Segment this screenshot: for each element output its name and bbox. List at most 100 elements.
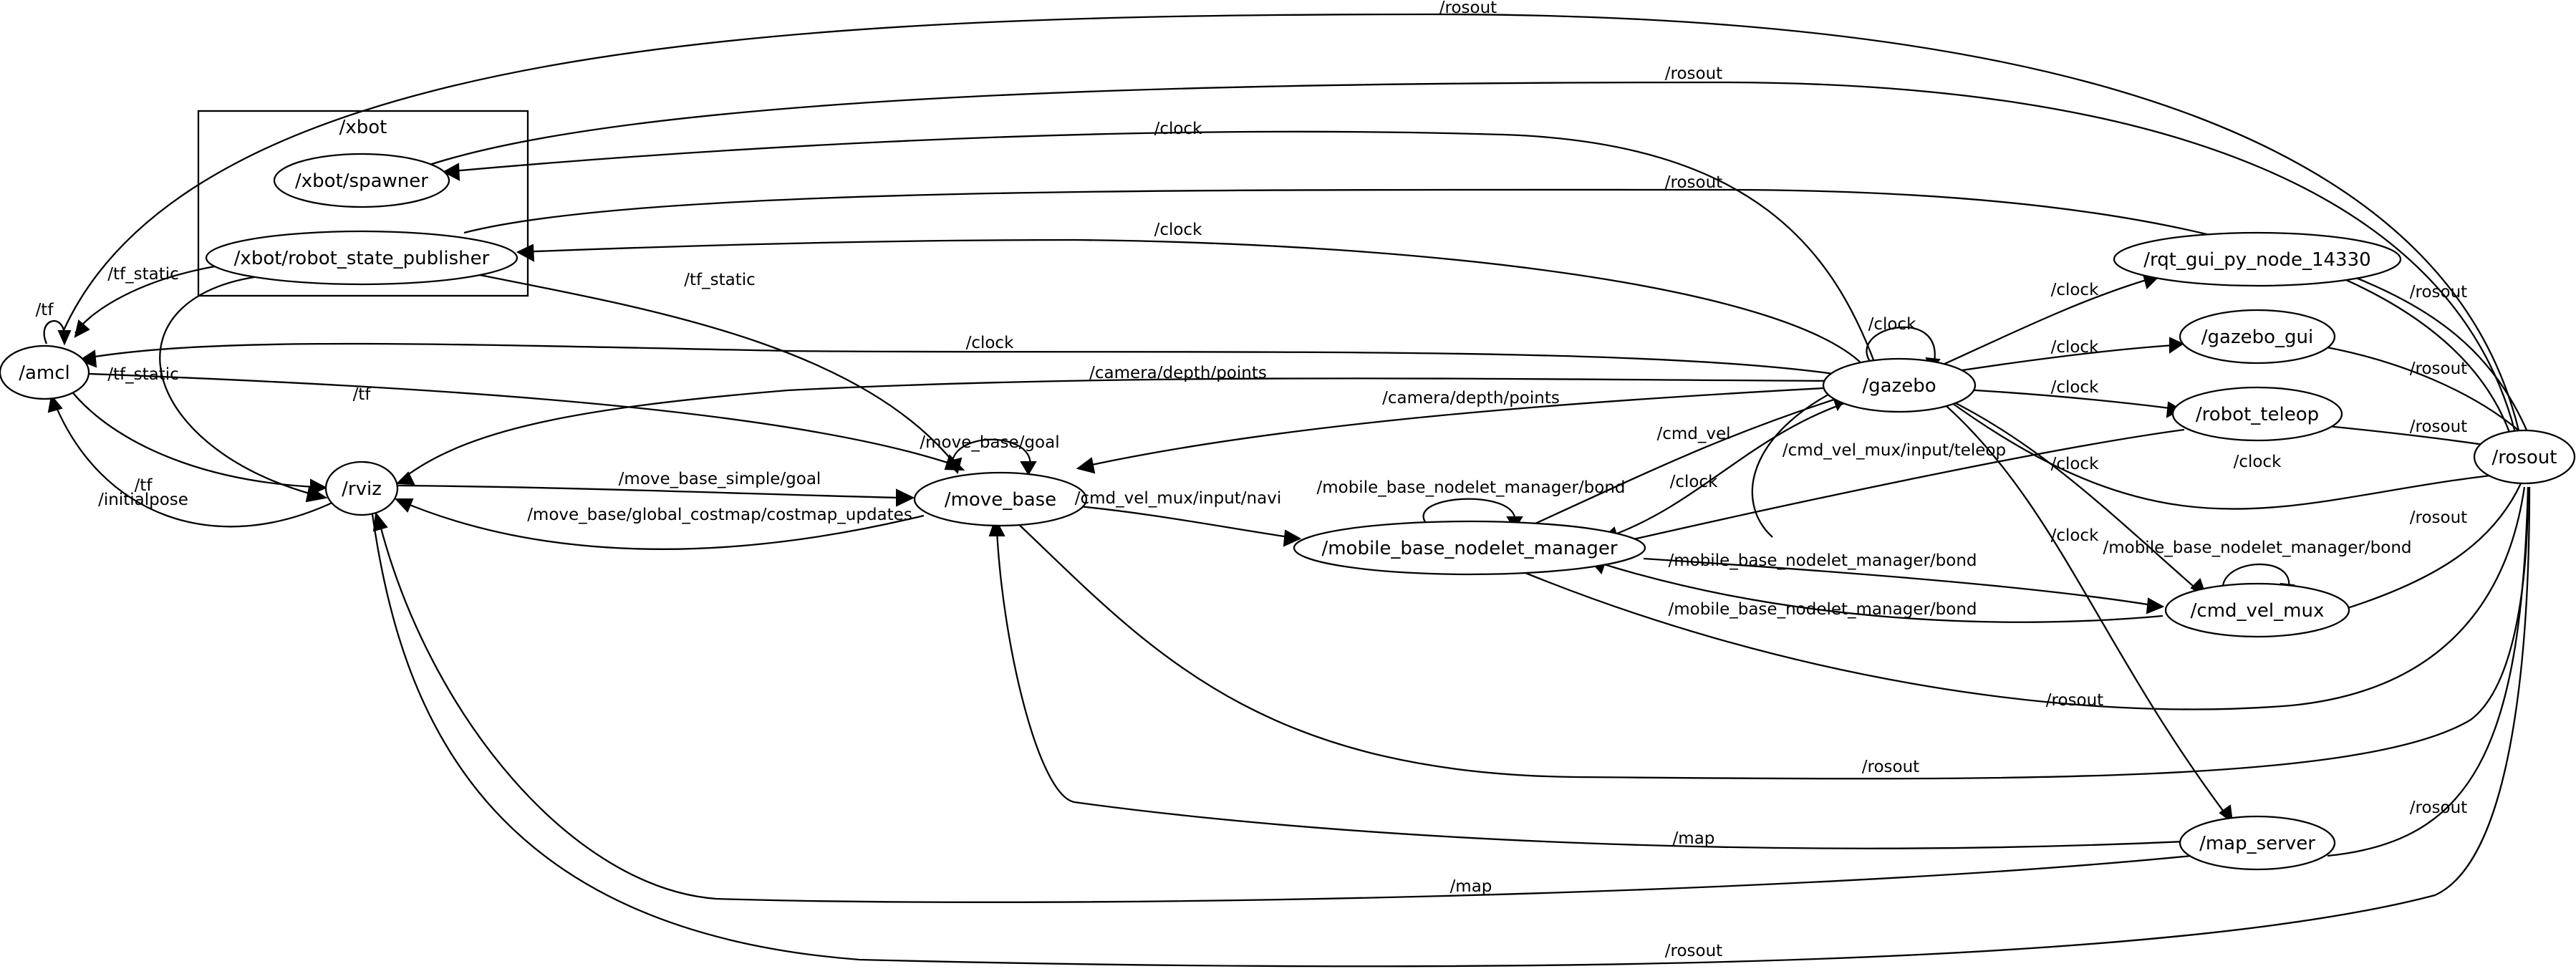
edge-label: /clock bbox=[966, 334, 1015, 352]
edge-gazebo-amcl bbox=[78, 342, 1848, 377]
edge-label: /clock bbox=[2051, 455, 2100, 473]
edge-amcl-rviz bbox=[67, 386, 328, 496]
edge-label: /rosout bbox=[2046, 691, 2103, 710]
edge-label: /camera/depth/points bbox=[1382, 389, 1560, 407]
node-label: /amcl bbox=[19, 362, 70, 384]
edge-label: /tf_static bbox=[684, 271, 756, 289]
edge-label: /mobile_base_nodelet_manager/bond bbox=[1316, 478, 1625, 497]
node-label: /robot_teleop bbox=[2196, 404, 2319, 425]
edge-label: /tf_static bbox=[107, 365, 179, 384]
edge-label: /mobile_base_nodelet_manager/bond bbox=[1668, 600, 1977, 619]
edge-label: /clock bbox=[1670, 473, 1719, 491]
edge-label: /move_base/goal bbox=[920, 433, 1059, 452]
edge-movebase-self bbox=[951, 438, 1037, 476]
edge-label: /rosout bbox=[1665, 64, 1722, 83]
edge-label: /rosout bbox=[1665, 173, 1722, 192]
edge-rsp-amcl bbox=[74, 265, 216, 338]
edge-movebase-rviz bbox=[394, 498, 925, 550]
edge-label: /tf bbox=[353, 385, 372, 404]
edge-rviz-rosout bbox=[371, 486, 2531, 968]
edge-spawner-rosout bbox=[425, 81, 2522, 459]
edge-label: /initialpose bbox=[98, 491, 188, 509]
node-rosout[interactable]: /rosout bbox=[2473, 429, 2576, 485]
edge-label: /rosout bbox=[1665, 942, 1722, 960]
edge-label: /camera/depth/points bbox=[1089, 364, 1267, 382]
edge-rqt-rosout bbox=[2341, 271, 2529, 434]
edge-gazebogui-rosout bbox=[2305, 342, 2525, 436]
node-map-server[interactable]: /map_server bbox=[2179, 815, 2336, 871]
node-rviz[interactable]: /rviz bbox=[324, 460, 399, 516]
edge-gazebo-rqt bbox=[1933, 273, 2161, 370]
edge-movebase-mbnm bbox=[1063, 503, 1302, 547]
edge-movebase-rosout bbox=[1013, 486, 2529, 780]
node-gazebo-gui[interactable]: /gazebo_gui bbox=[2179, 309, 2336, 365]
edge-label: /rosout bbox=[2410, 508, 2467, 527]
edge-mapserver-rosout bbox=[2327, 486, 2529, 857]
edge-rsp-movebase bbox=[476, 273, 963, 475]
edge-rviz-movebase bbox=[397, 484, 915, 507]
edge-label: /clock bbox=[2051, 338, 2100, 357]
edge-label: /clock bbox=[2051, 378, 2100, 397]
edge-label: /cmd_vel_mux/input/navi bbox=[1075, 489, 1281, 508]
node-label: /rviz bbox=[342, 478, 382, 500]
edge-label: /map bbox=[1450, 877, 1492, 896]
node-label: /mobile_base_nodelet_manager bbox=[1321, 538, 1617, 559]
node-label: /rosout bbox=[2492, 447, 2557, 468]
edge-gazebo-spawner bbox=[442, 130, 1878, 368]
edge-label: /clock bbox=[1868, 315, 1917, 334]
edge-rviz-amcl bbox=[47, 394, 336, 528]
edge-gazebo-mbnm bbox=[1601, 396, 1863, 543]
edge-rsp-rosout bbox=[463, 188, 2519, 459]
edge-label: /clock bbox=[2051, 526, 2100, 545]
node-label: /gazebo_gui bbox=[2201, 327, 2313, 348]
cluster-label: /xbot bbox=[339, 117, 387, 138]
edge-gazebo-rviz bbox=[395, 377, 1852, 486]
edge-gazebo-gazebogui bbox=[1947, 337, 2185, 374]
edge-label: /cmd_vel bbox=[1656, 425, 1730, 443]
edge-gazebo-cvm bbox=[1944, 396, 2207, 598]
edge-label: /rosout bbox=[2410, 418, 2467, 436]
node-label: /cmd_vel_mux bbox=[2191, 600, 2325, 622]
node-label: /map_server bbox=[2199, 833, 2315, 854]
edge-labels: /rosout /rosout /clock /rosout /clock /t… bbox=[36, 0, 2468, 960]
edge-amcl-movebase bbox=[89, 372, 965, 471]
node-rqt-gui-py-node[interactable]: /rqt_gui_py_node_14330 bbox=[2113, 231, 2402, 287]
edge-gazebo-movebase bbox=[1076, 385, 1852, 474]
edge-mbnm-rosout bbox=[1525, 486, 2526, 710]
node-label: /move_base bbox=[945, 489, 1056, 511]
edge-label: /clock bbox=[1154, 120, 1203, 138]
edge-label: /rosout bbox=[1862, 758, 1919, 776]
node-amcl[interactable]: /amcl bbox=[0, 344, 90, 400]
node-gazebo[interactable]: /gazebo bbox=[1822, 357, 1977, 413]
node-label: /xbot/spawner bbox=[295, 170, 428, 192]
node-move-base[interactable]: /move_base bbox=[913, 471, 1088, 527]
edge-label: /clock bbox=[2051, 281, 2100, 299]
edge-label: /rosout bbox=[2410, 360, 2467, 378]
edge-label: /rosout bbox=[2410, 283, 2467, 302]
edge-label: /tf_static bbox=[107, 265, 179, 284]
edge-label: /move_base/global_costmap/costmap_update… bbox=[527, 506, 912, 524]
node-label: /gazebo bbox=[1862, 375, 1936, 397]
node-mobile-base-nodelet-manager[interactable]: /mobile_base_nodelet_manager bbox=[1293, 520, 1646, 576]
node-label: /rqt_gui_py_node_14330 bbox=[2143, 249, 2370, 271]
node-xbot-spawner[interactable]: /xbot/spawner bbox=[273, 153, 450, 208]
edge-label: /tf bbox=[36, 301, 54, 319]
edge-mbnm-cvm bbox=[1643, 557, 2165, 614]
edge-amcl-self bbox=[43, 320, 72, 346]
edge-label: /move_base_simple/goal bbox=[619, 470, 821, 488]
node-robot-teleop[interactable]: /robot_teleop bbox=[2171, 386, 2343, 442]
edge-rsp-rviz bbox=[159, 276, 328, 503]
edge-label: /rosout bbox=[1439, 0, 1497, 17]
edge-label: /map bbox=[1673, 829, 1715, 848]
node-cmd-vel-mux[interactable]: /cmd_vel_mux bbox=[2164, 582, 2350, 638]
edge-label: /tf bbox=[135, 476, 153, 495]
edge-label: /cmd_vel_mux/input/teleop bbox=[1783, 441, 2006, 460]
node-xbot-robot-state-publisher[interactable]: /xbot/robot_state_publisher bbox=[205, 230, 518, 286]
edge-label: /clock bbox=[1154, 221, 1203, 239]
edge-label: /rosout bbox=[2410, 799, 2467, 817]
edge-mapserver-rviz bbox=[372, 511, 2192, 903]
node-label: /xbot/robot_state_publisher bbox=[234, 248, 490, 269]
edge-label: /clock bbox=[2234, 453, 2282, 471]
edge-mapserver-movebase bbox=[988, 517, 2185, 849]
